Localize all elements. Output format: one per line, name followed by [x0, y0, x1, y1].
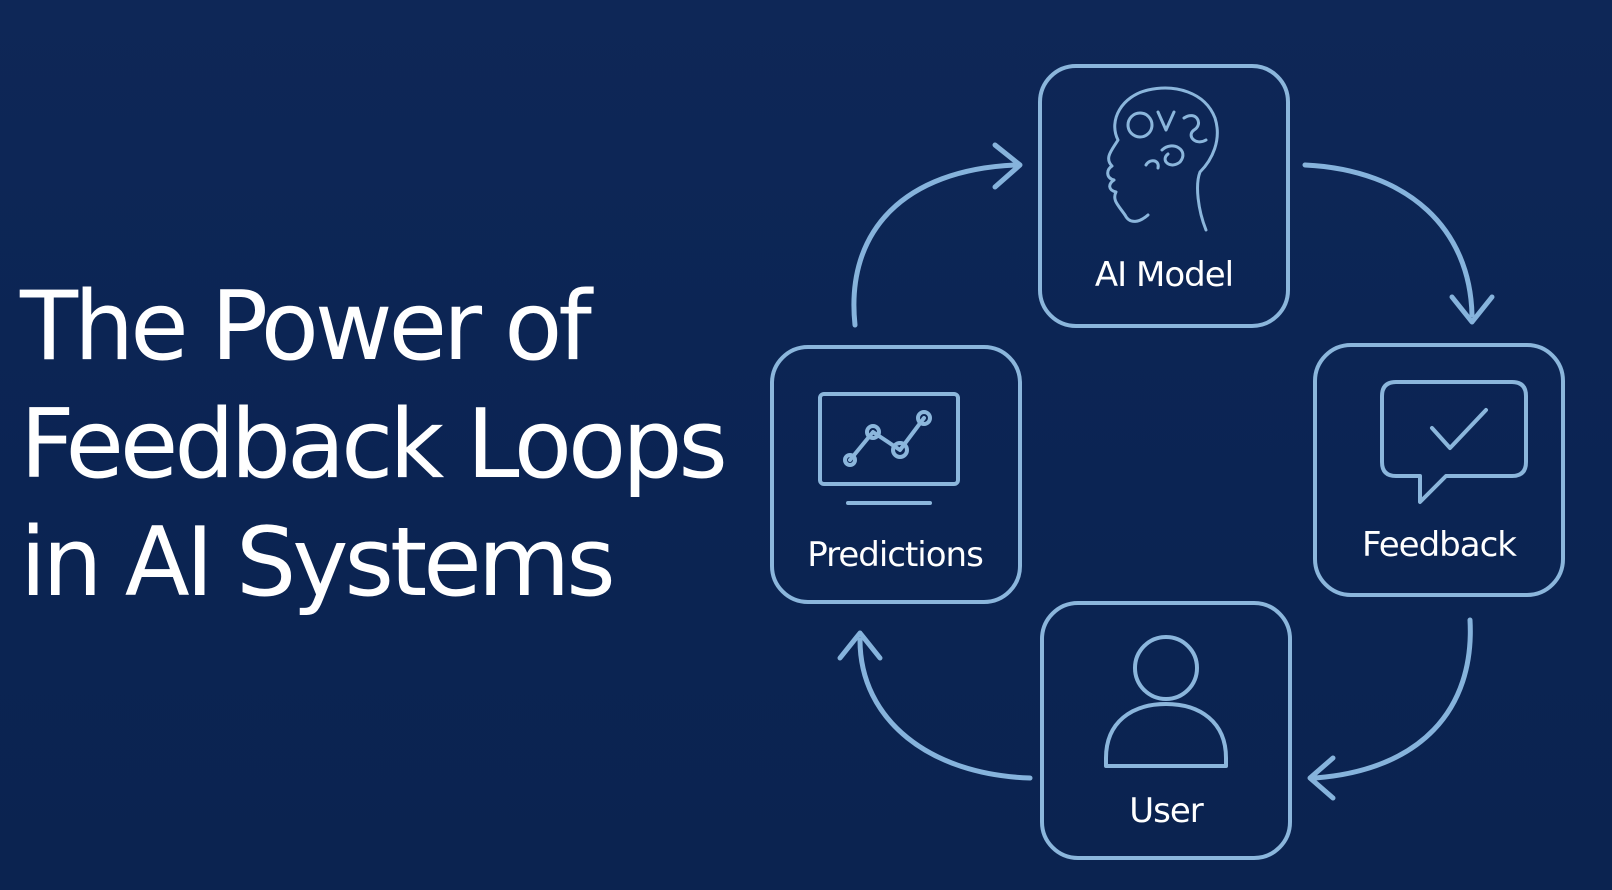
chat-check-icon	[1380, 380, 1528, 504]
brain-head-icon	[1106, 86, 1219, 232]
node-user: User	[1040, 601, 1292, 860]
arrowhead-ai-model	[992, 142, 1023, 190]
arrow-feedback-to-user	[1312, 617, 1473, 781]
feedback-label: Feedback	[1362, 525, 1517, 565]
user-icon	[1104, 635, 1228, 768]
ai-model-label: AI Model	[1095, 255, 1233, 295]
predictions-label: Predictions	[807, 535, 983, 575]
title-line-1: The Power of	[20, 272, 592, 382]
user-label: User	[1129, 791, 1204, 831]
node-predictions: Predictions	[770, 345, 1022, 604]
arrowhead-predictions	[837, 630, 883, 661]
slide-title: The Power of Feedback Loops in AI System…	[20, 268, 780, 622]
monitor-chart-icon	[818, 392, 960, 505]
arrow-predictions-to-ai-model	[851, 162, 1018, 328]
title-line-3: in AI Systems	[20, 508, 616, 618]
arrowhead-feedback	[1449, 294, 1495, 325]
arrow-user-to-predictions	[857, 637, 1033, 781]
node-feedback: Feedback	[1313, 343, 1565, 597]
node-ai-model: AI Model	[1038, 64, 1290, 328]
title-line-2: Feedback Loops	[20, 390, 728, 500]
arrow-ai-model-to-feedback	[1302, 162, 1475, 318]
arrowhead-user	[1307, 755, 1336, 801]
